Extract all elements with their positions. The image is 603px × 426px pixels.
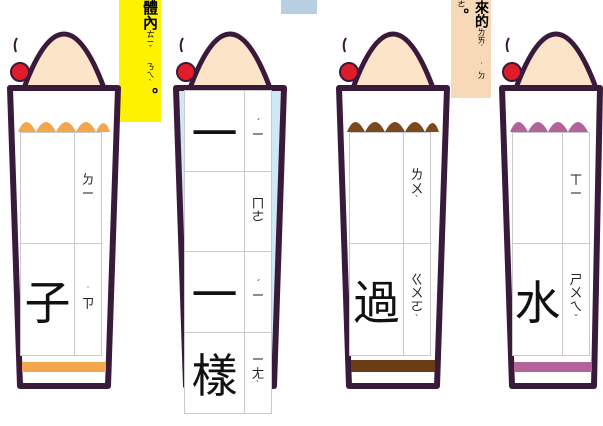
note-yellow: 體內ㄊㄧˇ ㄋㄟˋ。 [119,0,161,122]
tone-mark: ˋ [255,380,261,392]
zhuyin-symbol: ㄗ [81,296,95,312]
zhuyin-symbol: ㄌ [410,168,424,184]
note-yellow-tail: 。 [141,87,159,103]
character-card: ㄒ ㄧ 水 ㄕ ㄨ ㄟ ˇ [512,132,590,356]
zhuyin-symbol: ㄒ [569,173,583,189]
character-cell [21,133,75,244]
note-peach-tail: 。 [453,8,469,22]
zhuyin-cell: ㄇ ㄜ [245,172,271,252]
tone-mark: ˙ [85,286,91,298]
zhuyin-symbol: ㄤ [251,366,265,382]
zhuyin-symbol: ㄇ [251,196,265,212]
zhuyin-symbol: ㄧ [251,352,265,368]
character-card: 一 ˊ ㄧ ㄇ ㄜ 一 ˊ ㄧ 樣 ㄧ ㄤ ˋ [184,90,272,414]
zhuyin-cell: ˊ ㄧ [245,91,271,172]
zhuyin-symbol: ㄧ [81,187,95,202]
character-cell [350,133,404,244]
zhuyin-symbol: ㄨ [569,286,583,302]
zhuyin-symbol: ㄜ [251,210,265,226]
tone-mark: ˊ [255,278,261,290]
zhuyin-symbol: ㄕ [569,272,583,288]
tone-mark: ˇ [573,313,579,325]
zhuyin-symbol: ㄧ [569,187,583,202]
zhuyin-cell: ㄌ ㄨ ˋ [404,133,430,244]
note-peach-text: 來的 [473,0,489,28]
note-peach: 來的ㄌㄞˊ ˙ㄉㄜ。 [451,0,491,98]
sundae-cup-yi-yang: 一 ˊ ㄧ ㄇ ㄜ 一 ˊ ㄧ 樣 ㄧ ㄤ ˋ [170,0,290,414]
character-cell: 一 [185,252,245,333]
zhuyin-symbol: ㄧ [251,128,265,144]
zhuyin-symbol: ㄧ [251,289,265,305]
zhuyin-symbol: ㄍ [410,272,424,288]
character-cell: 一 [185,91,245,172]
zhuyin-cell: ㄍ ㄨ ㄛ ˋ [404,244,430,355]
tone-mark: ˋ [414,195,420,207]
character-card: ㄉ ㄧ 子 ˙ ㄗ [20,132,102,356]
zhuyin-symbol: ㄟ [569,300,583,316]
character-cell [513,133,563,244]
zhuyin-cell: ˙ ㄗ [75,244,101,355]
character-cell: 子 [21,244,75,355]
note-yellow-text: 體內 [141,0,159,30]
zhuyin-symbol: ㄉ [81,173,95,189]
sundae-cup-guo: ㄌ ㄨ ˋ 過 ㄍ ㄨ ㄛ ˋ [333,0,453,400]
zhuyin-cell: ㄉ ㄧ [75,133,101,244]
character-cell: 過 [350,244,404,355]
character-cell [185,171,245,252]
tone-mark: ˋ [414,313,420,325]
sundae-cup-shui: ㄒ ㄧ 水 ㄕ ㄨ ㄟ ˇ [496,0,603,400]
character-cell: 樣 [185,332,245,413]
zhuyin-cell: ㄒ ㄧ [563,133,589,244]
character-card: ㄌ ㄨ ˋ 過 ㄍ ㄨ ㄛ ˋ [349,132,431,356]
zhuyin-cell: ˊ ㄧ [245,252,271,333]
note-yellow-ruby: ㄊㄧˇ ㄋㄟˋ [146,30,155,88]
zhuyin-cell: ㄧ ㄤ ˋ [245,333,271,414]
character-cell: 水 [513,244,563,355]
note-peach-ruby: ㄌㄞˊ ˙ㄉㄜ [457,0,486,79]
zhuyin-cell: ㄕ ㄨ ㄟ ˇ [563,244,589,355]
blue-tab [281,0,317,14]
zhuyin-symbol: ㄨ [410,286,424,302]
sundae-cup-zi: ㄉ ㄧ 子 ˙ ㄗ [4,0,124,400]
tone-mark: ˊ [255,117,261,129]
zhuyin-symbol: ㄛ [410,300,424,316]
zhuyin-symbol: ㄨ [410,181,424,197]
